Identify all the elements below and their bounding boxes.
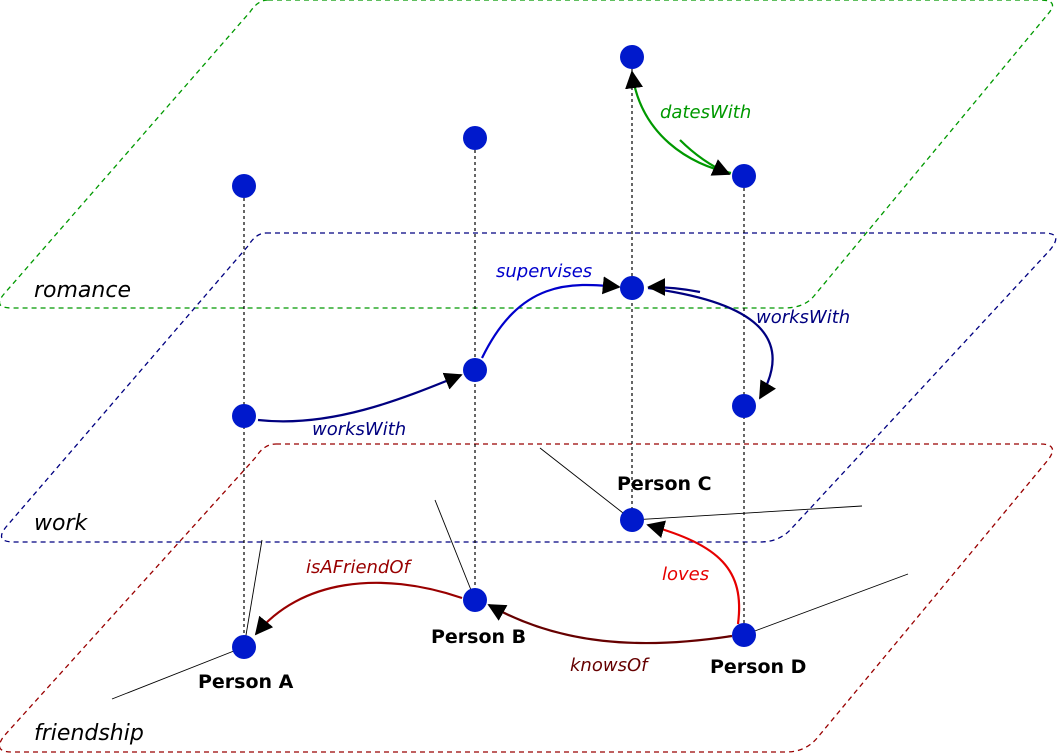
node-work-c bbox=[620, 276, 644, 300]
node-romance-b bbox=[463, 126, 487, 150]
edge-works-with-c-d bbox=[647, 286, 776, 400]
node-friendship-c bbox=[620, 508, 644, 532]
pointer-c-2 bbox=[631, 505, 863, 521]
person-c-label: Person C bbox=[617, 473, 712, 495]
node-friendship-a bbox=[232, 635, 256, 659]
node-work-b bbox=[463, 358, 487, 382]
node-romance-d bbox=[732, 164, 756, 188]
label-pointer-lines bbox=[111, 447, 909, 700]
edge-is-a-friend-of bbox=[254, 581, 463, 636]
person-b-label: Person B bbox=[431, 626, 526, 648]
friendship-layer-label: friendship bbox=[34, 721, 144, 746]
pointer-a-1 bbox=[243, 539, 263, 648]
node-romance-a bbox=[232, 174, 256, 198]
node-romance-c bbox=[620, 45, 644, 69]
works-with-a-b-label: worksWith bbox=[312, 419, 406, 440]
node-work-a bbox=[232, 404, 256, 428]
dates-with-label: datesWith bbox=[660, 102, 751, 123]
nodes bbox=[232, 45, 756, 659]
supervises-label: supervises bbox=[496, 261, 592, 282]
pointer-c-1 bbox=[539, 447, 633, 521]
person-d-label: Person D bbox=[710, 656, 806, 678]
node-work-d bbox=[732, 394, 756, 418]
work-layer-label: work bbox=[34, 511, 88, 536]
romance-plane bbox=[0, 0, 1054, 309]
friendship-plane bbox=[0, 443, 1054, 753]
edge-supervises bbox=[481, 276, 621, 359]
knows-of-label: knowsOf bbox=[570, 655, 650, 676]
works-with-c-d-label: worksWith bbox=[756, 307, 850, 328]
edge-dates-with-back bbox=[679, 139, 731, 176]
is-a-friend-of-label: isAFriendOf bbox=[306, 557, 413, 578]
node-friendship-b bbox=[463, 588, 487, 612]
pointer-b bbox=[434, 499, 476, 601]
node-friendship-d bbox=[732, 623, 756, 647]
edge-works-with-a-b bbox=[257, 372, 463, 423]
person-a-label: Person A bbox=[198, 671, 294, 693]
romance-layer-label: romance bbox=[34, 278, 131, 303]
work-plane bbox=[0, 232, 1057, 543]
loves-label: loves bbox=[662, 564, 709, 585]
edge-loves bbox=[646, 520, 741, 625]
edge-knows-of bbox=[487, 604, 733, 645]
edge-works-with-c-d-back bbox=[647, 278, 701, 297]
pointer-a-2 bbox=[111, 646, 245, 700]
pointer-d bbox=[743, 573, 909, 636]
